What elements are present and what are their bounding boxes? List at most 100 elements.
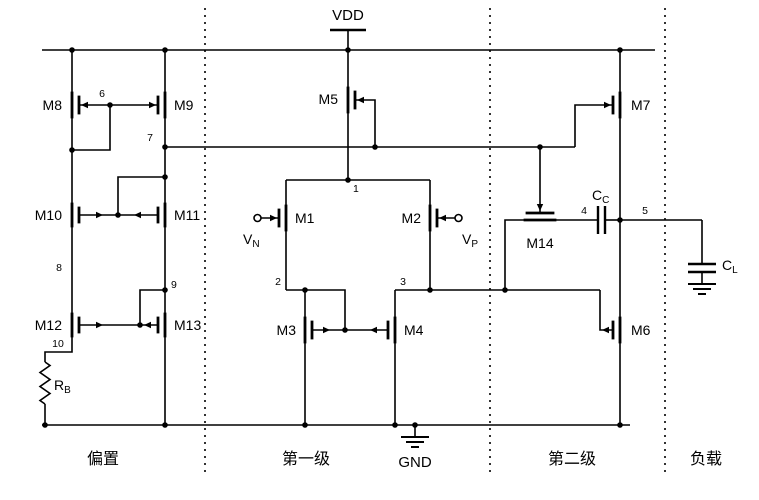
transistor-m4 [370, 316, 397, 344]
transistor-m11 [134, 202, 167, 228]
transistor-m8 [70, 91, 88, 119]
m13-label: M13 [174, 317, 201, 333]
m8-label: M8 [43, 97, 63, 113]
junction-dot [137, 322, 143, 328]
m1-label: M1 [295, 210, 315, 226]
cc-capacitor [596, 206, 607, 234]
junction-dot [69, 47, 75, 53]
wire-node10 [44, 336, 73, 362]
junction-dots [42, 47, 623, 428]
nmos-arrow [144, 321, 151, 329]
nmos-arrow [370, 326, 377, 334]
m9-label: M9 [174, 97, 194, 113]
node-6-label: 6 [99, 88, 105, 100]
nmos-arrow [96, 211, 103, 219]
m7-label: M7 [631, 97, 651, 113]
transistor-m6 [602, 316, 622, 344]
m2-label: M2 [402, 210, 422, 226]
cl-label: CL [722, 257, 738, 276]
vn-label: VN [243, 231, 260, 250]
junction-dot-node7 [162, 144, 168, 150]
node-5-label: 5 [642, 205, 648, 217]
junction-dot [372, 144, 378, 150]
junction-dot [617, 422, 623, 428]
transistor-m7 [604, 91, 622, 119]
vp-terminal [454, 213, 463, 223]
pmos-arrow [81, 101, 88, 109]
rb-label: RB [54, 377, 71, 396]
m3-label: M3 [277, 322, 297, 338]
section-load-label: 负载 [690, 450, 722, 468]
wire-m5-gate [355, 99, 376, 147]
wire [504, 219, 525, 290]
junction-dot [302, 422, 308, 428]
m6-label: M6 [631, 322, 651, 338]
junction-dot [162, 422, 168, 428]
transistor-m9 [149, 91, 167, 119]
junction-dot [69, 147, 75, 153]
transistor-m10 [70, 202, 103, 228]
node-7-label: 7 [147, 132, 153, 144]
nmos-arrow [96, 321, 103, 329]
junction-dot [537, 144, 543, 150]
pmos-arrow [604, 101, 611, 109]
junction-dot [42, 422, 48, 428]
node-8-label: 8 [56, 262, 62, 274]
gnd-symbol [401, 436, 429, 448]
m14-label: M14 [526, 235, 553, 251]
junction-dot-node6 [107, 102, 113, 108]
junction-dot-node5 [617, 217, 623, 223]
transistor-m1 [270, 204, 288, 232]
junction-dot [162, 174, 168, 180]
node-1-label: 1 [353, 183, 359, 195]
transistor-m3 [303, 316, 330, 344]
rb-resistor [38, 361, 52, 405]
m5-label: M5 [319, 91, 339, 107]
node-9-label: 9 [171, 279, 177, 291]
nmos-arrow [323, 326, 330, 334]
junction-dot-node3 [427, 287, 433, 293]
junction-dot [412, 422, 418, 428]
m4-label: M4 [404, 322, 424, 338]
pmos-arrow [149, 101, 156, 109]
wire-m7-gate [574, 104, 613, 147]
transistor-m14 [523, 204, 557, 222]
node-4-label: 4 [581, 205, 587, 217]
wire-m13-diode [139, 289, 165, 325]
resistor-zigzag [38, 361, 52, 405]
pmos-arrow [357, 96, 364, 104]
junction-dot-node1 [345, 177, 351, 183]
junction-dot [502, 287, 508, 293]
vdd-label: VDD [332, 7, 364, 24]
junction-dot-node2 [302, 287, 308, 293]
section-bias-label: 偏置 [87, 450, 119, 468]
node-3-label: 3 [400, 276, 406, 288]
junction-dot [392, 422, 398, 428]
transistor-m5 [346, 86, 364, 114]
junction-dot [115, 212, 121, 218]
junction-dot [162, 47, 168, 53]
nmos-arrow [602, 326, 609, 334]
gnd-label: GND [398, 454, 432, 471]
m12-label: M12 [35, 317, 62, 333]
junction-dot [345, 47, 351, 53]
m10-label: M10 [35, 207, 62, 223]
nmos-arrow [134, 211, 141, 219]
wire-m11-diode [117, 176, 165, 215]
node-10-label: 10 [52, 338, 64, 350]
cl-capacitor [688, 262, 716, 274]
transistor-m2 [428, 204, 446, 232]
pmos-arrow [439, 214, 446, 222]
transistor-m13 [144, 312, 167, 338]
section-stage2-label: 第二级 [548, 450, 596, 468]
cl-gnd-symbol [688, 283, 716, 295]
wire-m6-gate [599, 290, 613, 331]
section-dividers [204, 8, 666, 472]
cc-label: CC [592, 187, 609, 206]
junction-dot [617, 47, 623, 53]
transistor-m12 [70, 312, 103, 338]
node-2-label: 2 [275, 276, 281, 288]
vp-label: VP [462, 231, 478, 250]
